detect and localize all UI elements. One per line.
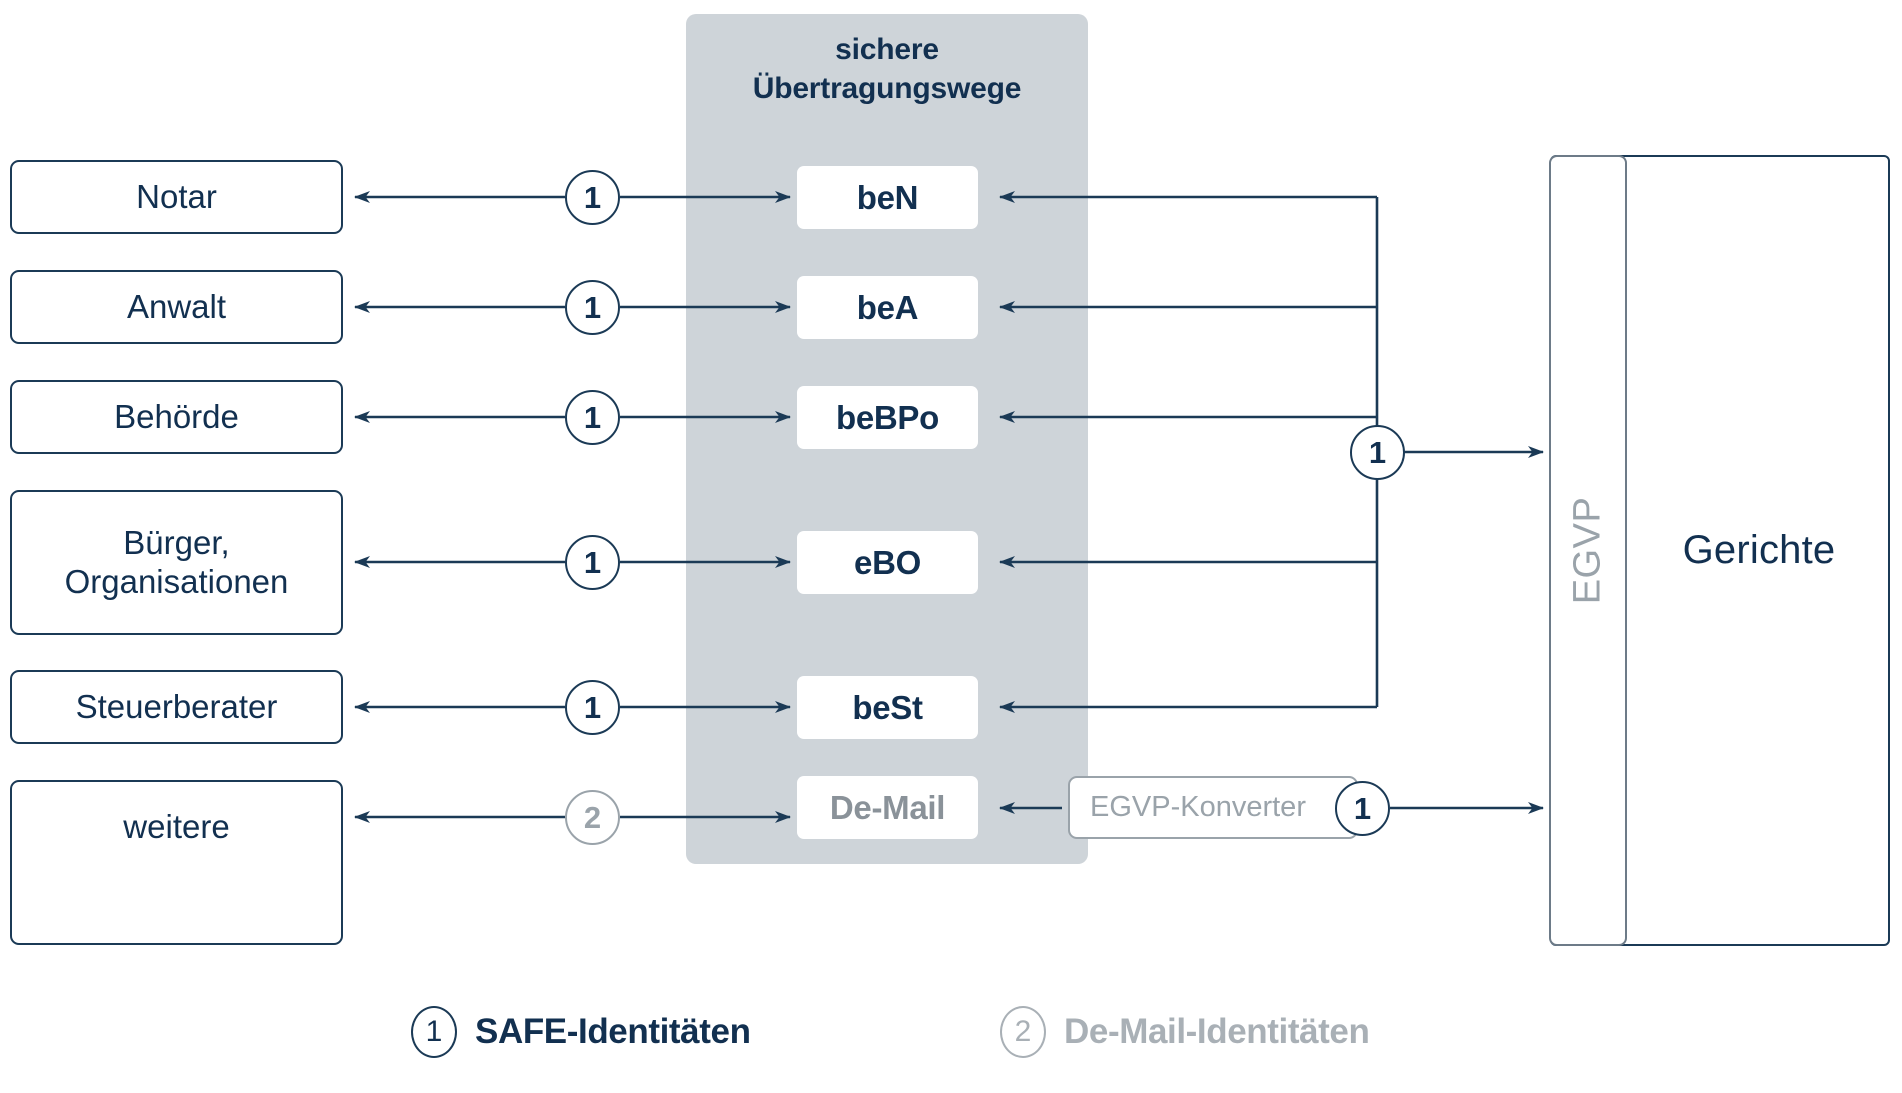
legend-circle-1: 1 [411, 1006, 457, 1058]
band-title: sichere Übertragungswege [686, 30, 1088, 108]
receiver-strip-egvp[interactable] [1549, 155, 1627, 946]
identity-marker-buerger-value: 1 [583, 544, 602, 580]
sender-box-weitere[interactable]: weitere [10, 780, 343, 945]
channel-label-bebpo: beBPo [835, 398, 939, 436]
sender-label-notar: Notar [136, 177, 217, 215]
identity-marker-steuerberater-value: 1 [583, 689, 602, 725]
channel-label-demail: De-Mail [829, 788, 946, 826]
legend-item-demail: 2 De-Mail-Identitäten [1000, 1006, 1370, 1058]
legend-circle-2: 2 [1000, 1006, 1046, 1058]
sender-label-buerger-line1: Bürger, [123, 524, 230, 562]
channel-box-bebpo[interactable]: beBPo [797, 386, 978, 449]
sender-label-buerger: Bürger, Organisationen [65, 524, 289, 601]
channel-label-ebo: eBO [854, 543, 921, 581]
channel-label-bea: beA [856, 288, 919, 326]
channel-box-best[interactable]: beSt [797, 676, 978, 739]
identity-marker-anwalt[interactable]: 1 [565, 280, 620, 335]
channel-box-bea[interactable]: beA [797, 276, 978, 339]
identity-marker-bus-value: 1 [1368, 434, 1387, 470]
identity-marker-steuerberater[interactable]: 1 [565, 680, 620, 735]
receiver-strip-egvp-label: EGVP [1566, 496, 1609, 605]
identity-marker-bus[interactable]: 1 [1350, 425, 1405, 480]
receiver-label-gerichte: Gerichte [1682, 528, 1836, 572]
sender-box-notar[interactable]: Notar [10, 160, 343, 234]
identity-marker-notar-value: 1 [583, 179, 602, 215]
legend-circle-1-value: 1 [425, 1015, 443, 1048]
identity-marker-behoerde-value: 1 [583, 399, 602, 435]
identity-marker-konverter[interactable]: 1 [1335, 781, 1390, 836]
sender-label-behoerde: Behörde [114, 397, 239, 435]
band-title-line1: sichere [835, 33, 939, 66]
channel-box-ben[interactable]: beN [797, 166, 978, 229]
receiver-strip-egvp-label-wrap: EGVP [1549, 155, 1627, 946]
channel-label-best: beSt [852, 688, 923, 726]
identity-marker-weitere-value: 2 [583, 799, 602, 835]
sender-label-anwalt: Anwalt [126, 287, 227, 325]
band-title-line2: Übertragungswege [752, 72, 1022, 105]
sender-label-steuerberater: Steuerberater [75, 687, 278, 725]
channel-box-ebo[interactable]: eBO [797, 531, 978, 594]
legend-item-safe: 1 SAFE-Identitäten [411, 1006, 751, 1058]
sender-label-weitere: weitere [123, 808, 230, 845]
sender-label-buerger-line2: Organisationen [64, 562, 289, 600]
legend-label-demail: De-Mail-Identitäten [1064, 1012, 1370, 1051]
identity-marker-notar[interactable]: 1 [565, 170, 620, 225]
legend-label-safe: SAFE-Identitäten [475, 1012, 751, 1051]
channel-label-ben: beN [856, 178, 919, 216]
sender-box-steuerberater[interactable]: Steuerberater [10, 670, 343, 744]
identity-marker-buerger[interactable]: 1 [565, 535, 620, 590]
sender-box-anwalt[interactable]: Anwalt [10, 270, 343, 344]
identity-marker-konverter-value: 1 [1353, 790, 1372, 826]
legend-circle-2-value: 2 [1014, 1015, 1032, 1048]
egvp-konverter-box[interactable]: EGVP-Konverter [1068, 776, 1358, 839]
egvp-konverter-label: EGVP-Konverter [1090, 791, 1306, 823]
identity-marker-behoerde[interactable]: 1 [565, 390, 620, 445]
sender-box-behoerde[interactable]: Behörde [10, 380, 343, 454]
sender-box-buerger[interactable]: Bürger, Organisationen [10, 490, 343, 635]
identity-marker-weitere[interactable]: 2 [565, 790, 620, 845]
identity-marker-anwalt-value: 1 [583, 289, 602, 325]
channel-box-demail[interactable]: De-Mail [797, 776, 978, 839]
